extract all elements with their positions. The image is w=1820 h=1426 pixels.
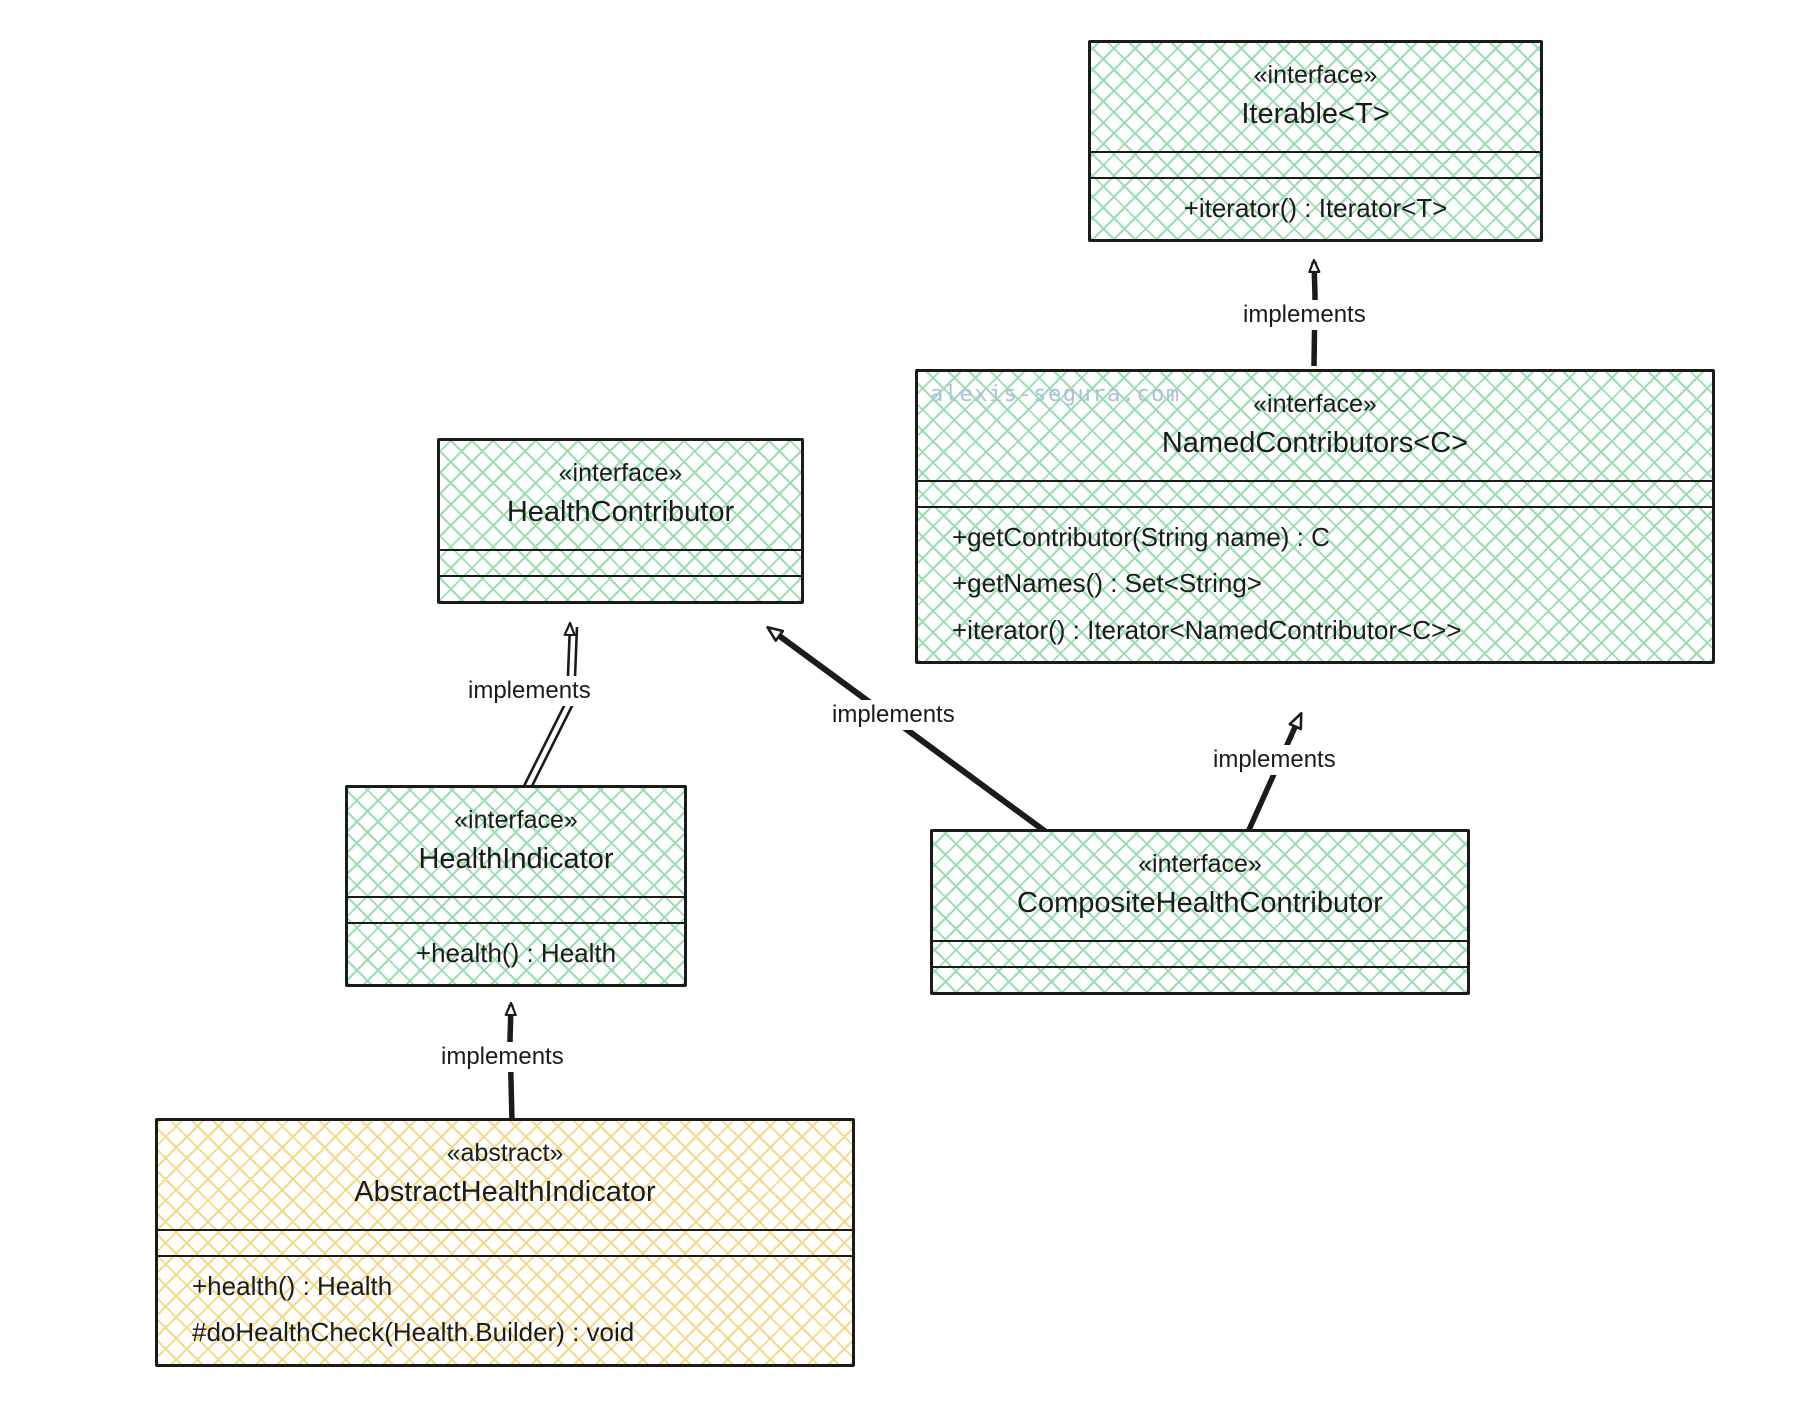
method-item: +iterator() : Iterator<NamedContributor<… [952,614,1462,645]
edge-label-named-to-iterable: implements [1238,300,1371,330]
class-header-health-indicator: «interface» HealthIndicator [348,788,684,896]
edge-label-indicator-to-contributor: implements [463,676,596,706]
class-name-label: AbstractHealthIndicator [354,1176,656,1209]
stereotype-label: «interface» [454,806,578,834]
stereotype-label: «interface» [558,459,683,487]
method-item: +iterator() : Iterator<T> [1183,193,1448,224]
method-item: +getNames() : Set<String> [952,568,1262,599]
class-name-label: Iterable<T> [1241,98,1390,131]
edge-label-composite-to-contributor: implements [827,700,960,730]
class-methods-composite-health-contributor [933,966,1467,992]
class-box-abstract-health-indicator[interactable]: «abstract» AbstractHealthIndicator +heal… [155,1118,855,1367]
method-item: +health() : Health [192,1271,393,1302]
edge-label-abstract-to-indicator: implements [436,1042,569,1072]
class-attributes-health-indicator [348,896,684,922]
class-methods-health-contributor [440,575,801,601]
class-attributes-abstract-health-indicator [158,1229,852,1255]
method-item: +getContributor(String name) : C [952,522,1330,553]
stereotype-label: «interface» [1138,850,1262,878]
stereotype-label: «interface» [1253,61,1378,89]
class-box-iterable[interactable]: «interface» Iterable<T> +iterator() : It… [1088,40,1543,243]
class-methods-named-contributors: +getContributor(String name) : C +getNam… [918,506,1712,660]
class-name-label: HealthContributor [506,496,735,529]
class-name-label: HealthIndicator [418,843,614,876]
edge-health-indicator-to-health-contributor [522,625,579,789]
stereotype-label: «abstract» [446,1139,564,1167]
class-box-named-contributors[interactable]: «interface» NamedContributors<C> +getCon… [915,369,1715,664]
method-item: +health() : Health [415,938,617,969]
class-header-named-contributors: «interface» NamedContributors<C> [918,372,1712,480]
class-methods-health-indicator: +health() : Health [348,922,684,984]
class-box-health-indicator[interactable]: «interface» HealthIndicator +health() : … [345,785,687,988]
class-methods-iterable: +iterator() : Iterator<T> [1091,177,1540,239]
class-header-health-contributor: «interface» HealthContributor [440,441,801,549]
class-attributes-composite-health-contributor [933,940,1467,966]
class-box-composite-health-contributor[interactable]: «interface» CompositeHealthContributor [930,829,1470,996]
class-methods-abstract-health-indicator: +health() : Health #doHealthCheck(Health… [158,1255,852,1363]
method-item: #doHealthCheck(Health.Builder) : void [192,1317,635,1348]
class-attributes-named-contributors [918,480,1712,506]
edge-label-composite-to-named: implements [1208,745,1341,775]
stereotype-label: «interface» [1253,390,1377,418]
class-header-abstract-health-indicator: «abstract» AbstractHealthIndicator [158,1121,852,1229]
class-header-composite-health-contributor: «interface» CompositeHealthContributor [933,832,1467,940]
class-box-health-contributor[interactable]: «interface» HealthContributor [437,438,804,605]
class-attributes-iterable [1091,151,1540,177]
class-header-iterable: «interface» Iterable<T> [1091,43,1540,151]
class-attributes-health-contributor [440,549,801,575]
class-name-label: NamedContributors<C> [1161,427,1469,460]
class-name-label: CompositeHealthContributor [1017,887,1383,920]
